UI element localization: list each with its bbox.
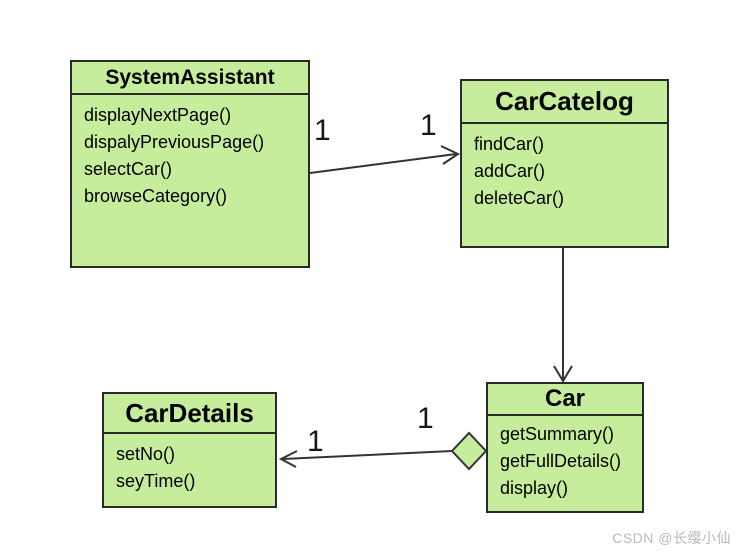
class-method: setNo() (116, 444, 176, 464)
multiplicity-label-carcatelog-end: 1 (420, 109, 437, 142)
csdn-watermark: CSDN @长缨小仙 (612, 530, 731, 546)
class-title-car: Car (488, 384, 642, 416)
class-method: deleteCar() (474, 188, 565, 208)
class-title-carcatelog: CarCatelog (462, 81, 667, 124)
class-methods-cardetails: setNo() seyTime() (104, 434, 275, 495)
class-method: display() (500, 478, 569, 498)
class-method: browseCategory() (84, 186, 228, 206)
class-method: selectCar() (84, 159, 173, 179)
multiplicity-label-cardetails-end: 1 (307, 425, 324, 458)
aggregation-arrowhead-cardetails (278, 450, 298, 468)
class-box-systemassistant: SystemAssistant displayNextPage() dispaly… (70, 60, 310, 268)
class-box-carcatelog: CarCatelog findCar() addCar() deleteCar() (460, 79, 669, 248)
class-title-systemassistant: SystemAssistant (72, 62, 308, 95)
class-method: seyTime() (116, 471, 196, 491)
class-box-car: Car getSummary() getFullDetails() display(… (486, 382, 644, 513)
class-title-cardetails: CarDetails (104, 394, 275, 434)
association-arrowhead-car (553, 365, 573, 383)
class-method: findCar() (474, 134, 545, 154)
association-arrowhead-carcatelog (440, 145, 461, 165)
class-methods-car: getSummary() getFullDetails() display() (488, 416, 642, 502)
multiplicity-label-systemassistant-end: 1 (314, 114, 331, 147)
class-method: getFullDetails() (500, 451, 622, 471)
multiplicity-label-car-end: 1 (417, 402, 434, 435)
class-method: addCar() (474, 161, 546, 181)
class-method: getSummary() (500, 424, 615, 444)
aggregation-diamond (450, 431, 488, 471)
association-line-systemassistant-carcatelog (309, 153, 457, 174)
class-method: dispalyPreviousPage() (84, 132, 265, 152)
class-box-cardetails: CarDetails setNo() seyTime() (102, 392, 277, 508)
class-methods-carcatelog: findCar() addCar() deleteCar() (462, 124, 667, 212)
class-method: displayNextPage() (84, 105, 232, 125)
class-methods-systemassistant: displayNextPage() dispalyPreviousPage() se… (72, 95, 308, 210)
